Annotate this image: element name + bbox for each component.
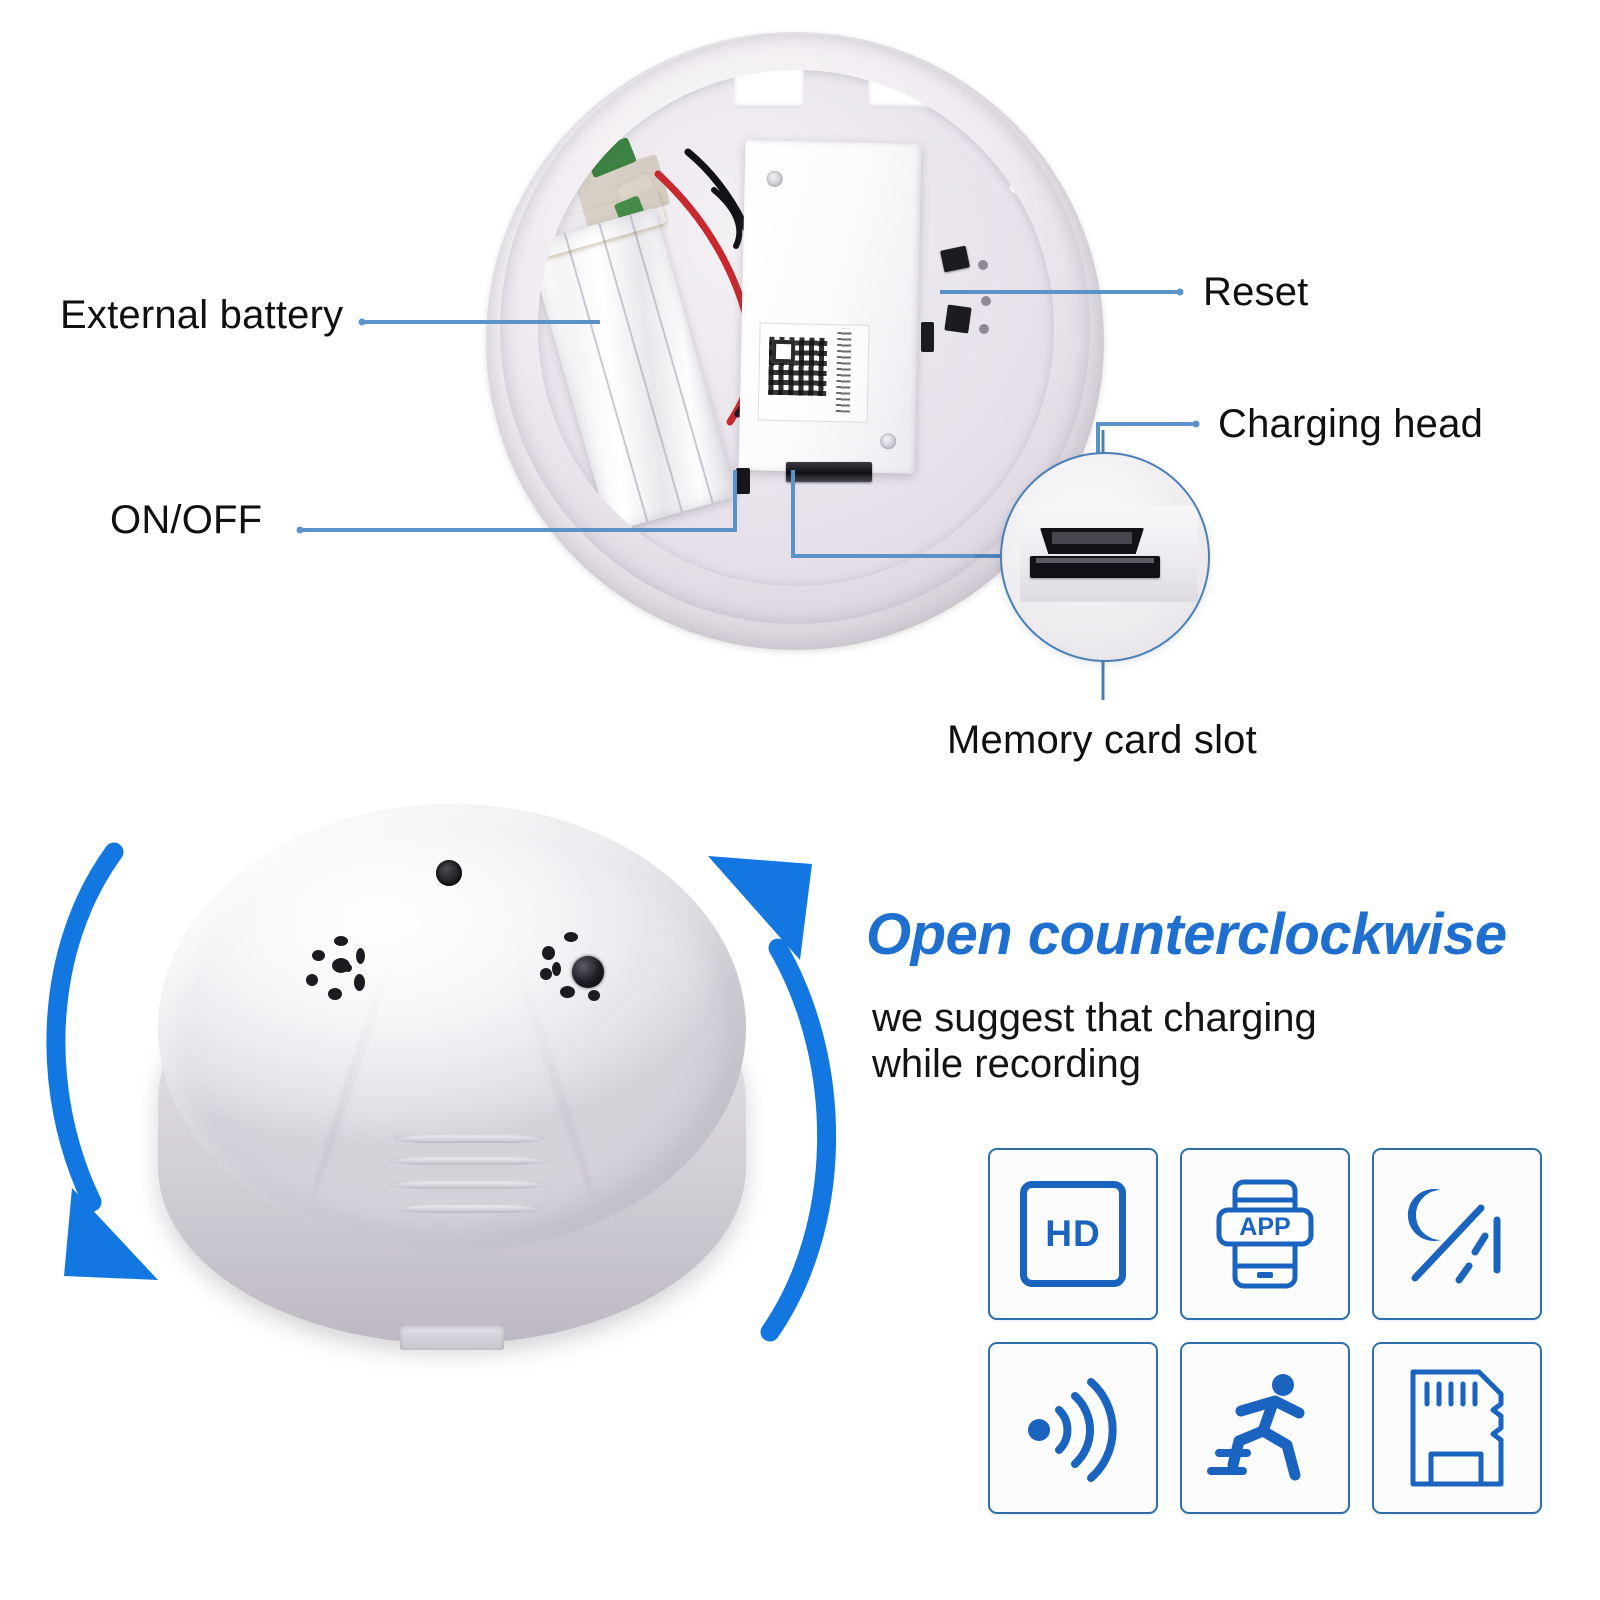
label-external-battery: External battery <box>60 293 344 337</box>
rotation-arrows <box>46 842 837 1342</box>
app-phone-icon: APP <box>1216 1179 1314 1289</box>
charging-port-strip <box>786 462 872 482</box>
camera-lens <box>572 956 604 988</box>
motion-detection-icon <box>1207 1374 1305 1481</box>
board-contact <box>978 260 988 270</box>
rotate-arrow-right <box>708 856 837 1342</box>
sd-card-icon <box>1410 1369 1504 1487</box>
hd-label: HD <box>1045 1213 1101 1254</box>
label-onoff: ON/OFF <box>110 498 263 542</box>
assembled-device-photo <box>120 780 800 1420</box>
housing-notch <box>734 70 804 108</box>
feature-tile-motion-detection <box>1180 1342 1350 1514</box>
label-reset: Reset <box>1203 270 1309 314</box>
magnified-module-edge <box>1020 506 1198 602</box>
charging-port-magnifier-inset <box>1000 452 1210 662</box>
memory-card-slot-highlight <box>1036 558 1154 563</box>
housing-notch <box>868 70 938 108</box>
feature-tile-hd: HD <box>988 1148 1158 1320</box>
feature-icon-grid: HD APP <box>988 1148 1548 1526</box>
hd-icon: HD <box>1020 1181 1126 1287</box>
subtext-line-2: while recording <box>872 1042 1142 1087</box>
subtext-charging-note: we suggest that charging while recording <box>872 995 1512 1088</box>
feature-tile-sd-card <box>1372 1342 1542 1514</box>
device-housing-interior <box>538 70 1054 586</box>
night-vision-icon <box>1407 1189 1501 1284</box>
rotate-arrow-left <box>46 842 158 1280</box>
feature-tile-night-vision <box>1372 1148 1542 1320</box>
subtext-line-1: we suggest that charging <box>872 996 1317 1040</box>
board-contact <box>981 296 991 306</box>
label-barcode-text <box>835 328 852 413</box>
alarm-sound-slots <box>388 1134 548 1230</box>
feature-tile-app: APP <box>1180 1148 1350 1320</box>
detector-base-notch <box>400 1324 504 1350</box>
app-label: APP <box>1239 1213 1290 1241</box>
label-charging-head: Charging head <box>1218 402 1484 446</box>
module-screw <box>766 170 783 187</box>
headline-open-counterclockwise: Open counterclockwise <box>866 902 1507 967</box>
charging-head-port-inner <box>1052 532 1132 544</box>
onoff-switch <box>736 468 750 494</box>
qr-code <box>768 336 828 396</box>
board-contact <box>979 324 989 334</box>
pinhole-indicator <box>436 860 462 886</box>
module-screw <box>880 433 897 450</box>
label-memory-card-slot: Memory card slot <box>947 718 1257 762</box>
reset-button <box>921 322 934 352</box>
feature-tile-wireless <box>988 1342 1158 1514</box>
wireless-signal-icon <box>1028 1378 1117 1482</box>
reset-component <box>944 304 972 334</box>
vent-cluster-left <box>304 934 382 1012</box>
smoke-detector-body <box>152 804 752 1364</box>
camera-module <box>738 140 922 474</box>
vent-cluster-right-with-lens <box>538 932 616 1010</box>
